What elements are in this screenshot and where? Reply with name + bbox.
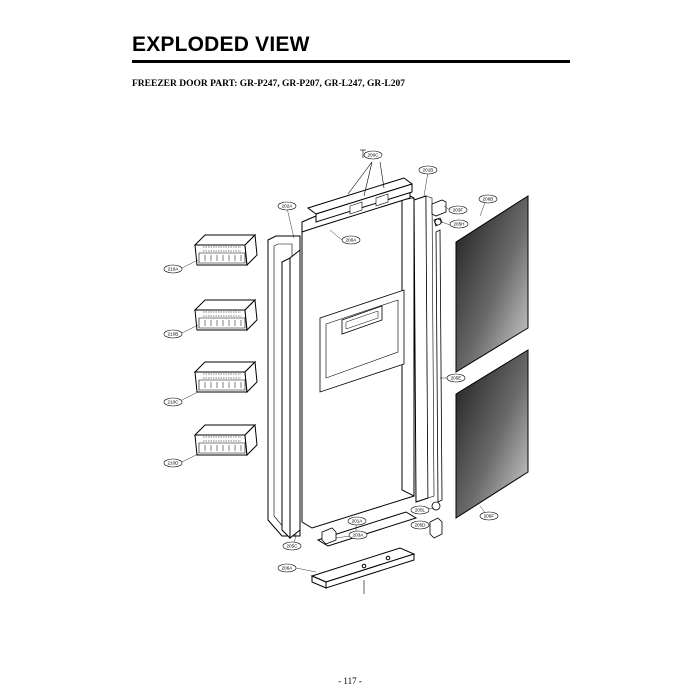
door-bin-210C [194, 361, 258, 393]
page-number: - 117 - [338, 676, 362, 686]
callout-206B: 206B [478, 194, 498, 204]
svg-text:205D: 205D [415, 523, 427, 528]
top-screws [347, 149, 385, 197]
callout-210D: 210D [163, 458, 183, 468]
callout-210B: 210B [163, 329, 183, 339]
callout-202A: 202A [277, 201, 297, 211]
top-cap-200A [301, 177, 414, 233]
callout-205H: 205H [449, 219, 469, 229]
callout-205E: 205E [446, 373, 466, 383]
svg-text:210C: 210C [168, 400, 180, 405]
side-rail [413, 195, 435, 503]
svg-text:206C: 206C [368, 153, 380, 158]
callout-205D: 205D [410, 520, 430, 530]
svg-text:203A: 203A [353, 533, 365, 538]
svg-text:205L: 205L [415, 508, 426, 513]
svg-text:201B: 201B [423, 168, 434, 173]
callout-201B: 201B [418, 165, 438, 175]
svg-text:205E: 205E [451, 376, 462, 381]
svg-text:210A: 210A [168, 267, 180, 272]
svg-text:210D: 210D [168, 461, 180, 466]
callout-210C: 210C [163, 397, 183, 407]
callout-205L: 205L [410, 505, 430, 515]
svg-text:206B: 206B [483, 197, 494, 202]
glass-panel-206F [455, 349, 529, 519]
door-bin-210B [194, 299, 258, 331]
door-liner [281, 248, 301, 540]
callout-203F: 203F [448, 205, 468, 215]
callout-206C: 206C [363, 150, 383, 160]
bottom-cap [310, 511, 418, 594]
section-subtitle: FREEZER DOOR PART: GR-P247, GR-P207, GR-… [132, 79, 405, 89]
svg-text:205H: 205H [454, 222, 465, 227]
svg-text:200A: 200A [346, 238, 358, 243]
glass-panel-206B [455, 195, 529, 373]
callout-201A: 201A [347, 516, 367, 526]
callout-200A: 200A [341, 235, 361, 245]
door-bin-210A [194, 234, 258, 266]
page-title: EXPLODED VIEW [132, 33, 310, 56]
callout-203A: 203A [348, 530, 368, 540]
callout-206A: 206A [277, 563, 297, 573]
svg-text:201A: 201A [352, 519, 364, 524]
door-bin-210D [194, 424, 258, 456]
callout-206F: 206F [479, 511, 499, 521]
hinge-parts [429, 199, 447, 539]
svg-text:203F: 203F [453, 208, 464, 213]
svg-text:205C: 205C [287, 544, 299, 549]
title-rule [132, 60, 570, 63]
svg-text:206A: 206A [282, 566, 294, 571]
callout-205C: 205C [282, 541, 302, 551]
svg-text:210B: 210B [168, 332, 179, 337]
svg-text:202A: 202A [282, 204, 294, 209]
svg-text:206F: 206F [484, 514, 495, 519]
callout-210A: 210A [163, 264, 183, 274]
